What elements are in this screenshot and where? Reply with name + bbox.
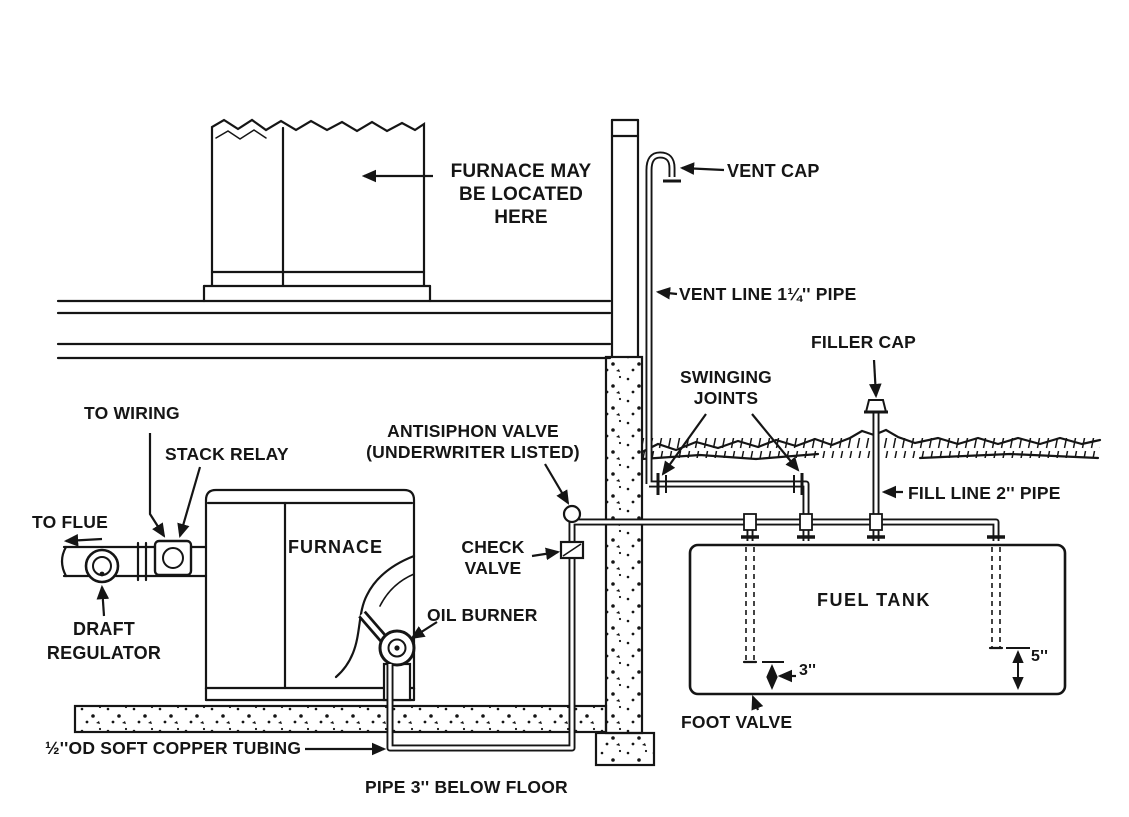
label-filler-cap: FILLER CAP (811, 332, 917, 352)
leader-swinging-left (661, 413, 707, 476)
foundation-wall (594, 355, 656, 767)
grade-ground (640, 428, 1102, 461)
draft-regulator-device (84, 548, 120, 584)
leader-foot-valve (751, 694, 764, 711)
label-swinging-joints: SWINGING JOINTS (679, 367, 772, 409)
label-copper-tubing: ½''OD SOFT COPPER TUBING (45, 738, 302, 758)
leader-arrows (63, 162, 903, 756)
label-vent-line: VENT LINE 1¼'' PIPE (679, 284, 857, 304)
pipe-fittings (559, 179, 1005, 560)
label-pipe-below-floor: PIPE 3'' BELOW FLOOR (365, 777, 568, 797)
label-furnace: FURNACE (288, 537, 383, 557)
leader-antisiphon (544, 463, 570, 505)
leader-swinging-right (751, 413, 800, 472)
leader-to-flue (63, 534, 103, 547)
leader-vent-cap (679, 162, 725, 175)
label-vent-cap: VENT CAP (727, 161, 820, 181)
label-oil-burner: OIL BURNER (427, 605, 538, 625)
leader-vent-line (655, 287, 678, 300)
filler-cap-device (864, 399, 888, 413)
label-draft-regulator: DRAFT REGULATOR (46, 619, 162, 664)
stack-relay-device (153, 539, 193, 577)
antisiphon-valve-device (562, 504, 582, 524)
basement-floor-slab (73, 704, 608, 734)
label-to-wiring: TO WIRING (84, 403, 180, 423)
label-check-valve: CHECK VALVE (461, 537, 525, 579)
label-foot-valve: FOOT VALVE (681, 712, 793, 732)
label-furnace-location: FURNACE MAY BE LOCATED HERE (450, 161, 592, 229)
leader-to-wiring (148, 433, 166, 538)
basement-furnace (204, 488, 416, 702)
leader-stack-relay (177, 466, 202, 539)
leader-filler-cap (869, 359, 882, 399)
floor-structure (56, 299, 612, 360)
leader-draft-regulator (96, 584, 110, 617)
wall (610, 118, 640, 359)
label-antisiphon-valve: ANTISIPHON VALVE (UNDERWRITER LISTED) (366, 421, 580, 463)
label-dim-5in: 5'' (1031, 648, 1049, 665)
label-stack-relay: STACK RELAY (165, 444, 289, 464)
label-fuel-tank: FUEL TANK (817, 590, 931, 610)
label-to-flue: TO FLUE (32, 512, 108, 532)
dimension-arrows (762, 647, 1030, 690)
leader-oil-burner (410, 621, 438, 640)
fuel-tank-body (688, 543, 1067, 696)
label-fill-line: FILL LINE 2'' PIPE (908, 483, 1061, 503)
leader-check-valve (531, 547, 561, 561)
oil-burner-device (358, 610, 416, 702)
label-dim-3in: 3'' (799, 662, 817, 679)
upper-furnace (202, 118, 432, 303)
